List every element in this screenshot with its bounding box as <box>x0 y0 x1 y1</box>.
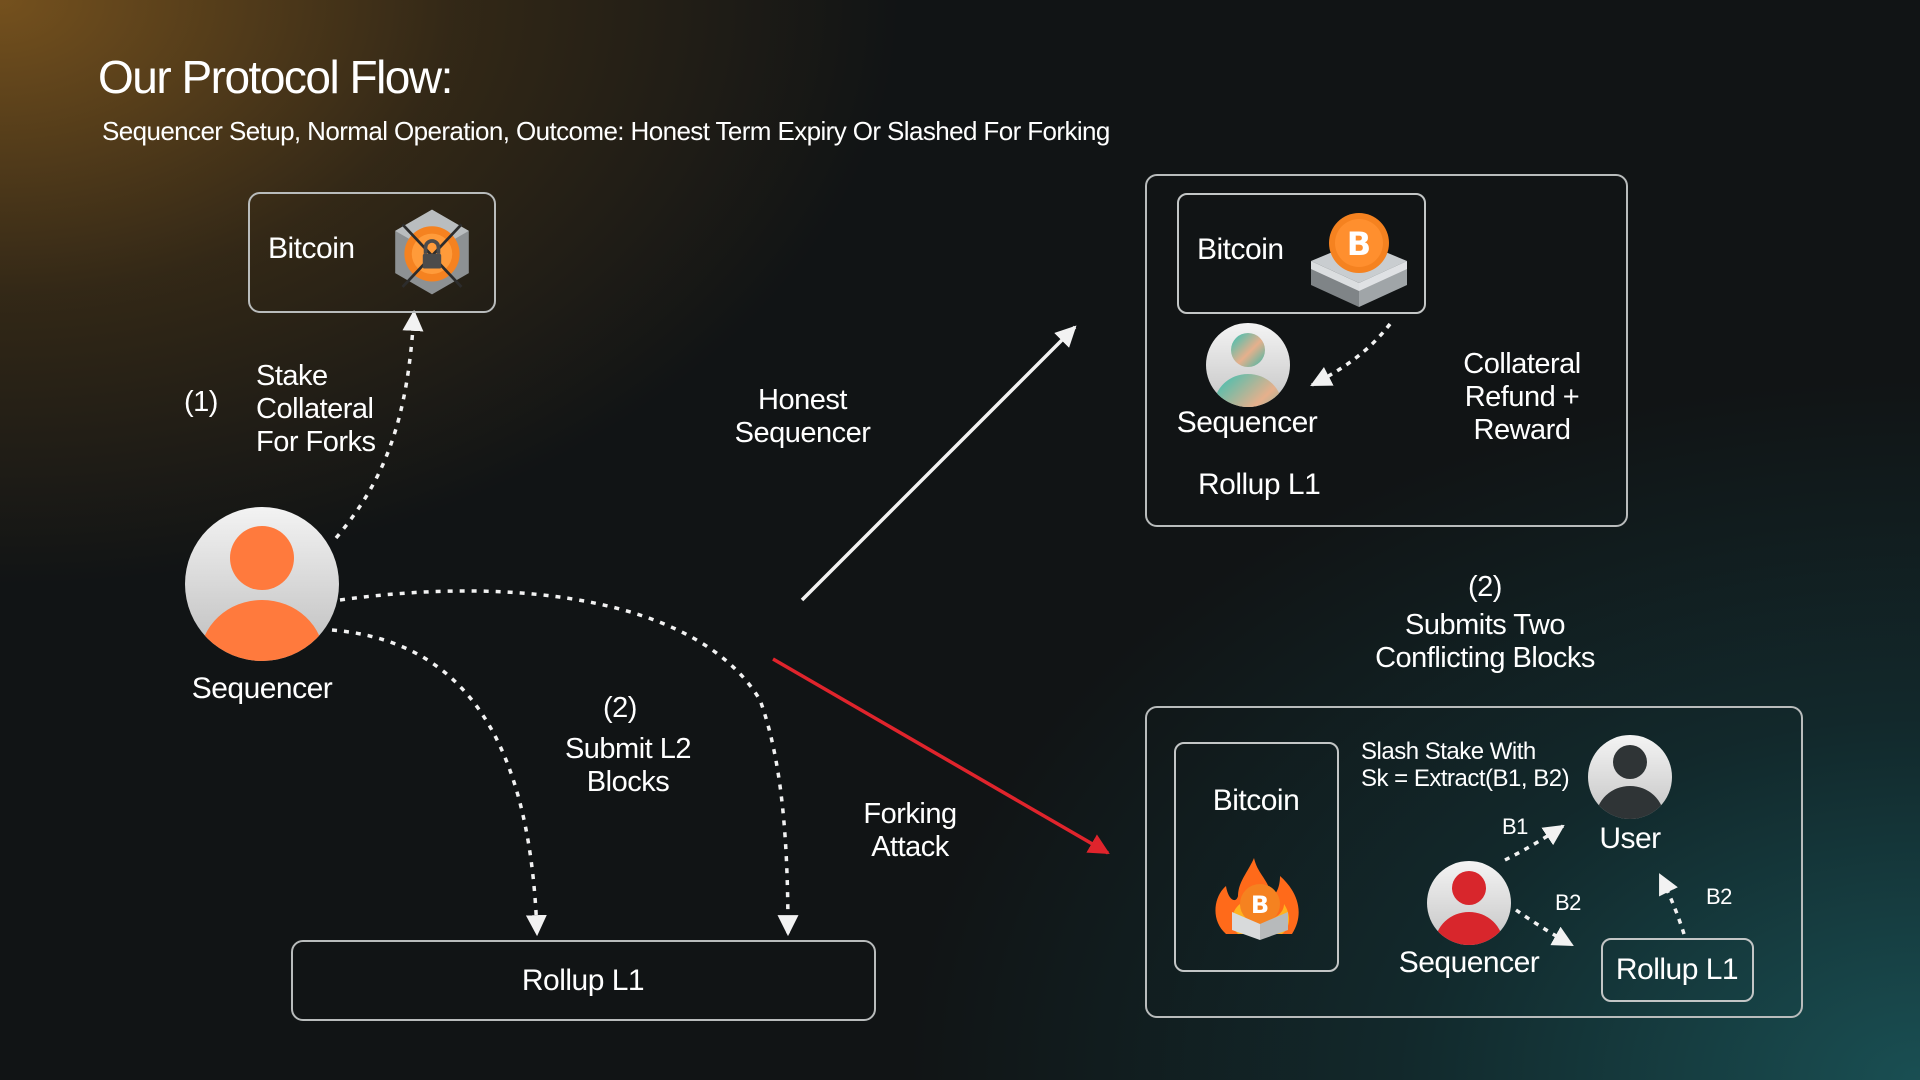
fork-rollup-label: Rollup L1 <box>1615 953 1739 986</box>
bitcoin-label: Bitcoin <box>268 232 355 265</box>
sequencer-avatar <box>185 507 339 661</box>
forking-attack-arrow <box>772 657 1110 855</box>
forking-sequencer-label: Sequencer <box>1398 946 1540 979</box>
step1-text-line2: Collateral <box>256 393 374 425</box>
bitcoin-refund-box: Bitcoin B <box>1177 193 1426 314</box>
user-avatar <box>1588 735 1672 819</box>
rollup-label: Rollup L1 <box>521 964 645 997</box>
honest-rollup-label: Rollup L1 <box>1198 468 1321 501</box>
b1-label: B1 <box>1502 814 1528 839</box>
step2-number: (2) <box>603 692 637 724</box>
b1-arrow <box>1504 824 1565 862</box>
honest-outcome-panel: Bitcoin B Sequencer Rollup L1 <box>1145 174 1628 527</box>
step2-text-line2: Blocks <box>586 766 670 798</box>
refund-arrow <box>1310 322 1392 387</box>
honest-arrow <box>800 325 1077 602</box>
honest-sequencer-avatar <box>1206 323 1290 407</box>
bitcoin-burn-box: Bitcoin B <box>1174 742 1339 972</box>
outcome-line1: Collateral <box>1463 348 1581 380</box>
page-subtitle: Sequencer Setup, Normal Operation, Outco… <box>102 116 1110 146</box>
fork-step2-line1: Submits Two <box>1405 609 1565 641</box>
fork-step2-line2: Conflicting Blocks <box>1375 642 1595 674</box>
user-label: User <box>1599 822 1661 855</box>
b2-arrow <box>1514 908 1574 947</box>
forking-sequencer-avatar <box>1427 861 1511 945</box>
honest-label-line1: Honest <box>758 384 847 416</box>
submit-arrow-right <box>339 589 799 937</box>
honest-label-line2: Sequencer <box>734 417 871 449</box>
fork-outcome-panel: Bitcoin B Slash Stake With Sk = Extract(… <box>1145 706 1803 1018</box>
bitcoin-stake-box: Bitcoin <box>248 192 496 313</box>
burning-bitcoin-icon: B <box>1215 858 1299 940</box>
svg-text:B: B <box>1251 891 1269 919</box>
forking-label-line1: Forking <box>863 798 957 830</box>
fork-rollup-box: Rollup L1 <box>1601 938 1754 1002</box>
step2-text-line1: Submit L2 <box>564 733 692 765</box>
svg-text:B: B <box>1347 225 1371 263</box>
bitcoin-label: Bitcoin <box>1197 233 1284 266</box>
fork-step2-number: (2) <box>1468 571 1502 603</box>
bitcoin-box-icon: B <box>1311 213 1407 307</box>
outcome-line2: Refund + <box>1464 381 1580 413</box>
b2-label: B2 <box>1555 890 1581 915</box>
slash-line2: Sk = Extract(B1, B2) <box>1361 765 1570 792</box>
slash-line1: Slash Stake With <box>1361 738 1536 765</box>
page-title: Our Protocol Flow: <box>98 51 453 103</box>
stake-arrow <box>334 309 424 540</box>
step1-text-line3: For Forks <box>256 426 376 458</box>
step1-text-line1: Stake <box>256 360 328 392</box>
forking-label-line2: Attack <box>871 831 949 863</box>
step1-number: (1) <box>184 386 218 418</box>
outcome-line3: Reward <box>1473 414 1571 446</box>
b2-rollup-arrow <box>1658 873 1686 935</box>
bitcoin-label: Bitcoin <box>1212 784 1300 817</box>
b2-rollup-label: B2 <box>1706 884 1732 909</box>
sequencer-label: Sequencer <box>191 672 333 705</box>
locked-bitcoin-icon <box>395 209 469 295</box>
honest-sequencer-label: Sequencer <box>1176 406 1318 439</box>
submit-arrow-left <box>331 628 547 937</box>
rollup-box: Rollup L1 <box>291 940 876 1021</box>
